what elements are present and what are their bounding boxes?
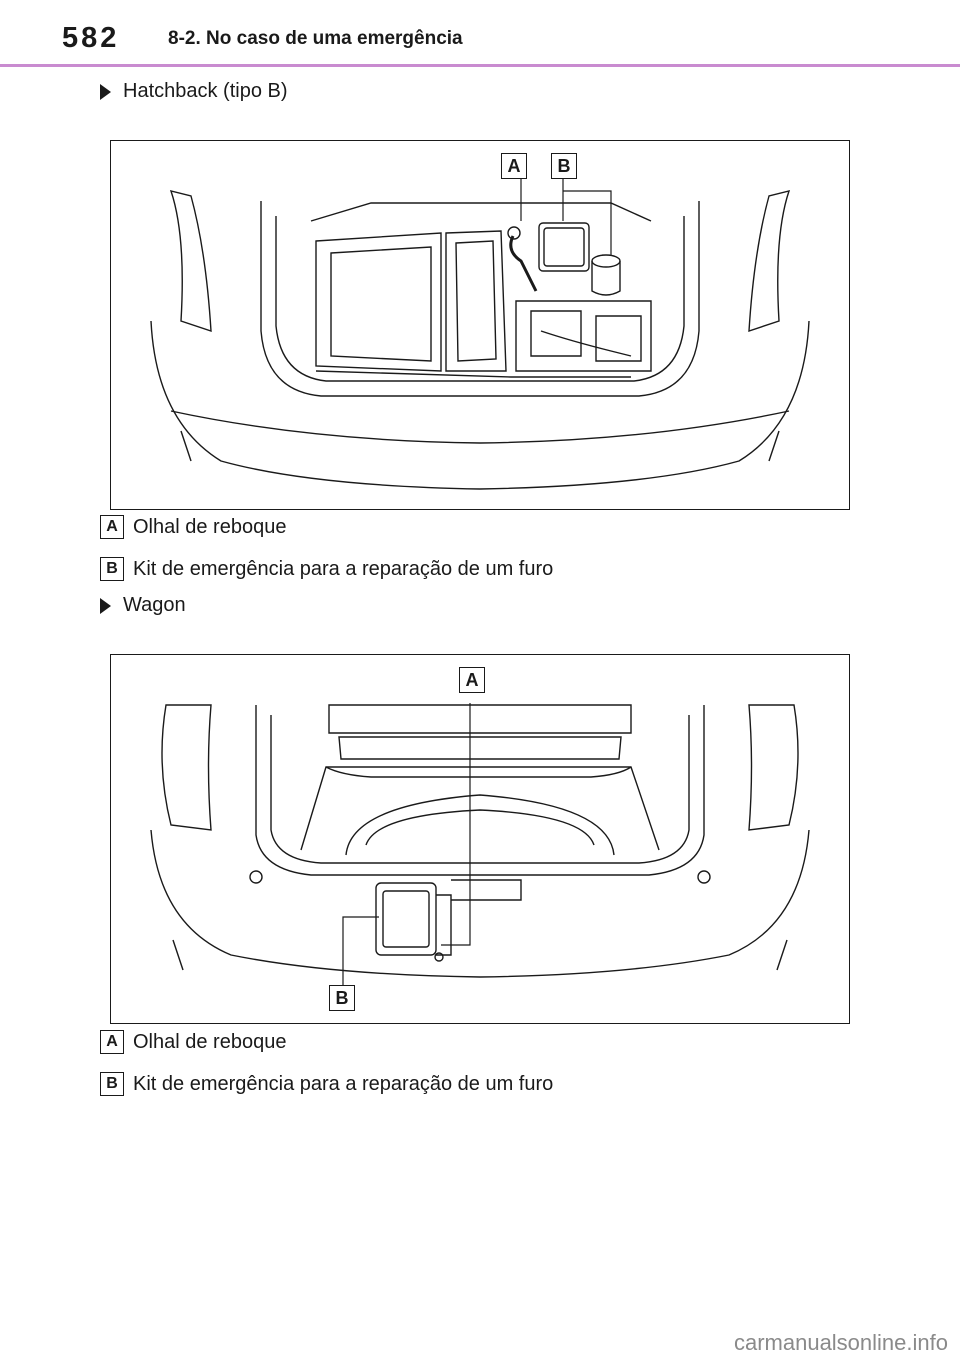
subheading-hatchback: Hatchback (tipo B) xyxy=(100,80,288,103)
legend-item: B Kit de emergência para a reparação de … xyxy=(100,557,553,581)
watermark-link[interactable]: carmanualsonline.info xyxy=(733,1330,948,1355)
triangle-bullet-icon xyxy=(100,83,111,100)
legend-letter-b: B xyxy=(100,557,124,581)
callout-a: A xyxy=(459,667,485,693)
page-header: 582 8-2. No caso de uma emergência xyxy=(0,0,960,67)
legend-item: A Olhal de reboque xyxy=(100,515,286,539)
subheading-text: Hatchback (tipo B) xyxy=(123,80,288,102)
hatchback-trunk-illustration xyxy=(150,173,810,490)
legend-letter-b: B xyxy=(100,1072,124,1096)
wagon-trunk-illustration xyxy=(150,703,810,985)
legend-item: B Kit de emergência para a reparação de … xyxy=(100,1072,553,1096)
subheading-text: Wagon xyxy=(123,594,186,616)
triangle-bullet-icon xyxy=(100,597,111,614)
legend-text: Kit de emergência para a reparação de um… xyxy=(133,557,554,580)
callout-b: B xyxy=(329,985,355,1011)
figure-wagon-trunk: A B xyxy=(110,654,850,1024)
legend-letter-a: A xyxy=(100,515,124,539)
legend-text: Olhal de reboque xyxy=(133,515,287,538)
page-number: 582 xyxy=(62,22,120,54)
legend-item: A Olhal de reboque xyxy=(100,1030,286,1054)
header-divider xyxy=(0,64,960,67)
legend-text: Olhal de reboque xyxy=(133,1030,287,1053)
legend-text: Kit de emergência para a reparação de um… xyxy=(133,1072,554,1095)
callout-b: B xyxy=(551,153,577,179)
section-title: 8-2. No caso de uma emergência xyxy=(168,28,463,49)
legend-letter-a: A xyxy=(100,1030,124,1054)
figure-hatchback-trunk: A B xyxy=(110,140,850,510)
callout-a: A xyxy=(501,153,527,179)
subheading-wagon: Wagon xyxy=(100,594,186,617)
